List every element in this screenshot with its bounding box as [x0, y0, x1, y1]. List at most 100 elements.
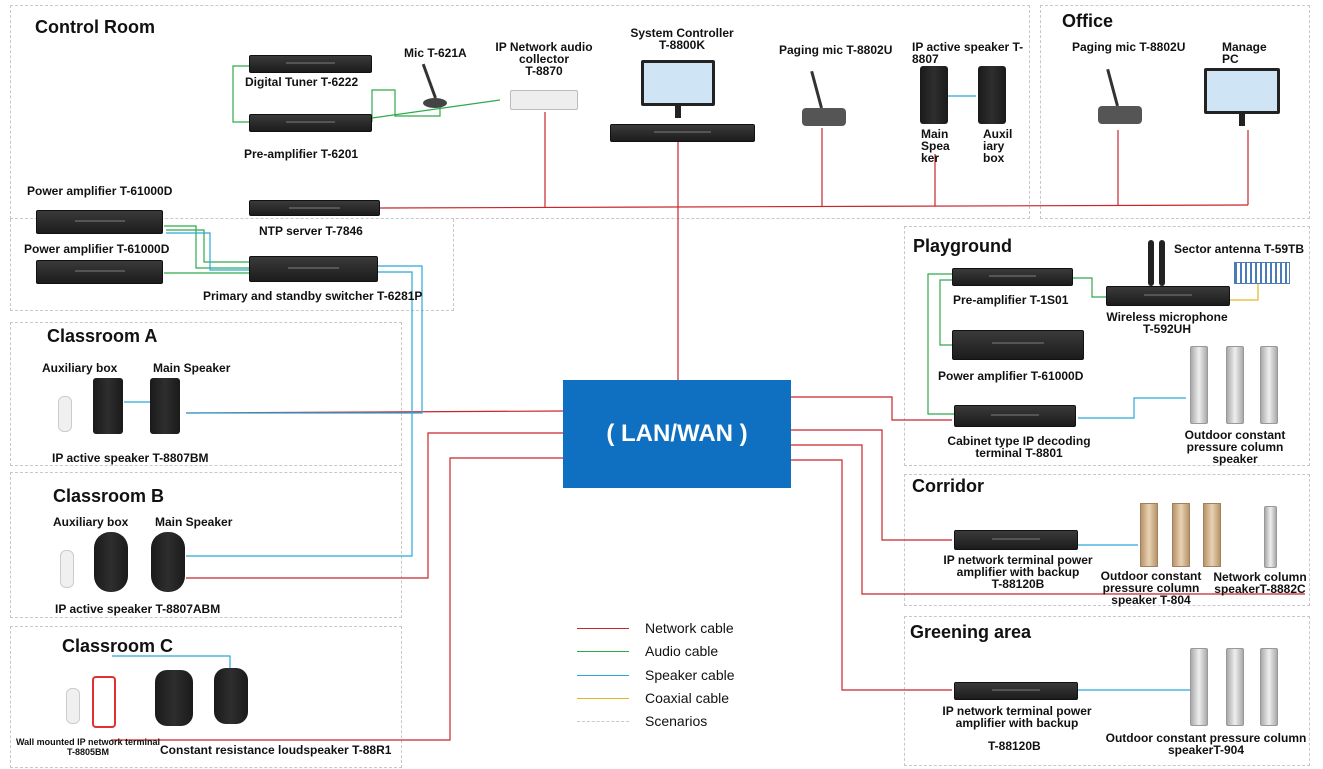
audio-cables [164, 65, 1106, 415]
lan-wan-hub: ( LAN/WAN ) [563, 380, 791, 488]
mic-label: Mic T-621A [404, 46, 467, 60]
manage-pc-monitor [1204, 68, 1280, 126]
power-amp-2-label: Power amplifier T-61000D [24, 242, 170, 256]
ca-aux-label: Auxiliary box [42, 361, 118, 375]
network-cables [111, 112, 1305, 741]
pg-preamp-label: Pre-amplifier T-1S01 [953, 293, 1069, 307]
speaker-cables [112, 95, 1190, 691]
legend-label-coaxial: Coaxial cable [645, 690, 730, 706]
pg-decoder-device [954, 405, 1076, 427]
cr-main-speaker-device [920, 66, 948, 124]
power-amp-1-device [36, 210, 163, 234]
pg-column-1-device [1190, 346, 1208, 424]
zone-title-classroom-a: Classroom A [47, 326, 158, 346]
pg-antenna-device [1234, 262, 1290, 284]
cor-column-3-device [1203, 503, 1221, 567]
audio-collector-device [510, 90, 578, 110]
power-amp-1-label: Power amplifier T-61000D [27, 184, 173, 198]
legend-label-speaker: Speaker cable [645, 667, 735, 683]
cc-terminal-device [92, 676, 116, 728]
pg-power-amp-label: Power amplifier T-61000D [938, 369, 1084, 383]
ca-remote-device [58, 396, 72, 432]
cc-remote-device [66, 688, 80, 724]
zone-title-office: Office [1062, 11, 1114, 31]
zone-title-classroom-b: Classroom B [53, 486, 165, 506]
zone-title-control-room: Control Room [35, 17, 155, 37]
pg-column-3-device [1260, 346, 1278, 424]
ntp-server-device [249, 200, 380, 216]
ca-model-label: IP active speaker T-8807BM [52, 451, 209, 465]
legend-label-scenarios: Scenarios [645, 713, 708, 729]
cb-main-speaker-device [151, 532, 185, 592]
zone-title-greening-area: Greening area [910, 622, 1032, 642]
legend-swatch-coaxial [577, 698, 629, 699]
gr-column-2-device [1226, 648, 1244, 726]
switcher-device [249, 256, 378, 282]
paging-mic-device [800, 70, 848, 128]
cb-aux-box-device [94, 532, 128, 592]
switcher-label: Primary and standby switcher T-6281P [203, 289, 423, 303]
ca-aux-box-device [93, 378, 123, 434]
cr-aux-box-device [978, 66, 1006, 124]
legend-swatch-scenarios [577, 721, 629, 722]
legend-label-audio: Audio cable [645, 643, 719, 659]
cor-network-column-device [1264, 506, 1277, 568]
system-controller-device [610, 124, 755, 142]
preamp-device [249, 114, 372, 132]
digital-tuner-device [249, 55, 372, 73]
cc-speaker-2-device [214, 668, 248, 724]
zone-playground [904, 226, 1310, 466]
gr-column-1-device [1190, 648, 1208, 726]
preamp-label: Pre-amplifier T-6201 [244, 147, 359, 161]
legend-swatch-network [577, 628, 629, 629]
ca-main-label: Main Speaker [153, 361, 231, 375]
legend-label-network: Network cable [645, 620, 734, 636]
pg-antenna-label: Sector antenna T-59TB [1174, 242, 1305, 256]
zone-classroom-c [10, 626, 402, 768]
zone-title-playground: Playground [913, 236, 1013, 256]
zone-control-room [10, 5, 1030, 219]
pg-preamp-device [952, 268, 1073, 286]
mic-device [420, 62, 450, 112]
pg-wireless-device [1106, 286, 1230, 306]
cc-speaker-label: Constant resistance loudspeaker T-88R1 [160, 743, 392, 757]
zone-office [1040, 5, 1310, 219]
pg-power-amp-device [952, 330, 1084, 360]
pg-handheld-mic-device [1146, 240, 1170, 286]
ntp-server-label: NTP server T-7846 [259, 224, 363, 238]
digital-tuner-label: Digital Tuner T-6222 [245, 75, 359, 89]
zone-title-classroom-c: Classroom C [62, 636, 174, 656]
zone-title-corridor: Corridor [912, 476, 984, 496]
zone-classroom-b [10, 472, 402, 618]
zone-greening-area [904, 616, 1310, 766]
ip-active-speaker-label: IP active speaker T-8807 [912, 40, 1024, 66]
cb-aux-label: Auxiliary box [53, 515, 129, 529]
pg-column-2-device [1226, 346, 1244, 424]
gr-amp-model-label: T-88120B [988, 739, 1041, 753]
cor-column-1-device [1140, 503, 1158, 567]
cb-remote-device [60, 550, 74, 588]
system-controller-monitor [641, 60, 715, 118]
zone-classroom-a [10, 322, 402, 466]
legend-swatch-audio [577, 651, 629, 652]
gr-amp-device [954, 682, 1078, 700]
coaxial-cables [1230, 278, 1259, 301]
gr-column-3-device [1260, 648, 1278, 726]
office-paging-mic-label: Paging mic T-8802U [1072, 40, 1186, 54]
cc-speaker-1-device [155, 670, 193, 726]
zone-control-room-lower [10, 219, 454, 311]
cor-amp-device [954, 530, 1078, 550]
cb-model-label: IP active speaker T-8807ABM [55, 602, 221, 616]
